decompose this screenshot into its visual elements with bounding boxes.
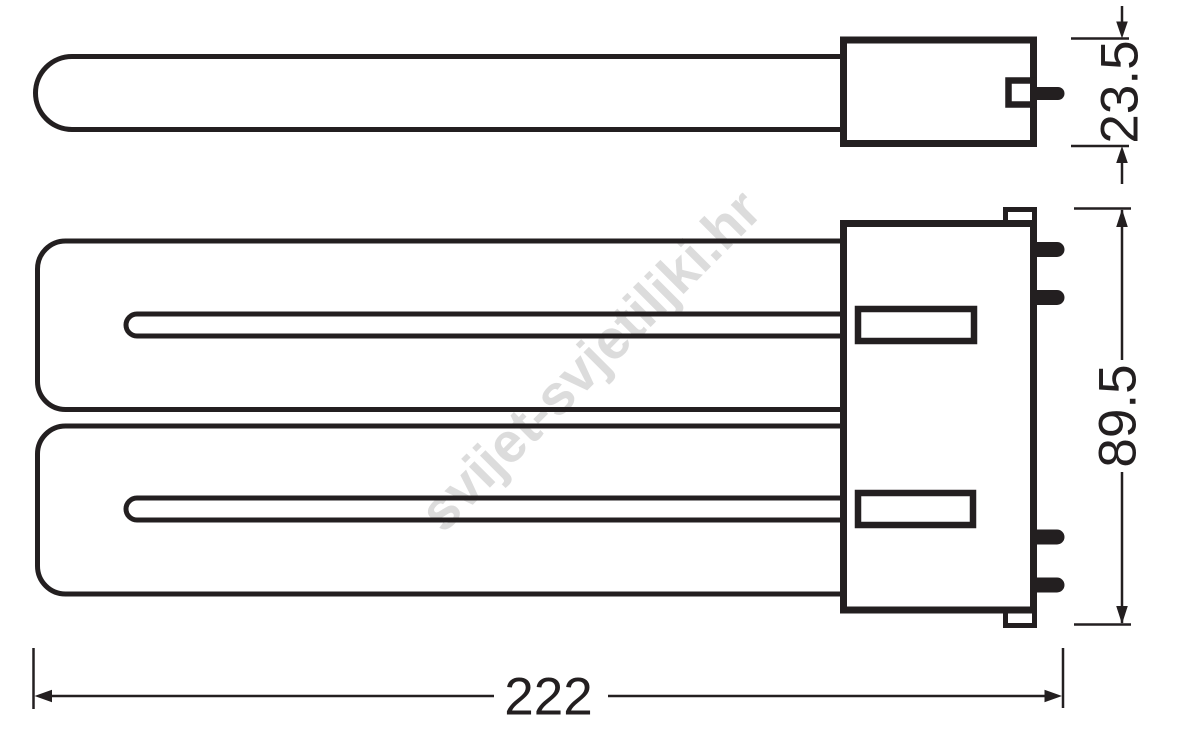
side-view [33,36,1065,147]
front-view [35,207,1065,628]
front-view-base-outline [840,220,1037,614]
dim-89-5-arrow-top [1116,209,1128,227]
front-view-tube1-outline [35,238,843,412]
front-view-pin-2 [1033,290,1065,305]
side-view-tube-outline [33,54,843,132]
front-view-key-slot-upper [854,305,978,345]
front-view-tube1-slot [123,311,843,339]
artwork: svijet-svjetiljki.hr [32,6,1150,727]
dim-23-5-arrow-top [1116,21,1128,39]
dimension-overall-length: 222 [32,648,1065,727]
front-view-tube2-outline [35,423,843,597]
side-view-pin [1033,87,1065,100]
dim-89-5-label: 89.5 [1089,364,1148,467]
side-view-key-notch [1005,77,1037,108]
watermark: svijet-svjetiljki.hr [407,177,773,543]
dimension-side-view-height: 23.5 [1071,6,1150,184]
dim-23-5-label: 23.5 [1091,40,1150,143]
front-view-pin-1 [1033,242,1065,257]
dim-222-arrow-right [1044,689,1062,703]
front-view-bottom-tab [1003,607,1037,628]
front-view-tube2-slot [123,495,843,523]
dim-222-label: 222 [504,668,592,727]
dim-222-arrow-left [34,689,52,703]
dimension-front-view-height: 89.5 [1074,207,1148,626]
dim-23-5-arrow-bottom [1116,146,1128,163]
front-view-key-slot-lower [854,489,977,529]
dim-89-5-arrow-bottom [1116,606,1128,624]
front-view-top-tab [1003,207,1037,226]
front-view-pin-4 [1033,577,1065,593]
front-view-pin-3 [1033,529,1065,545]
side-view-base-outline [840,36,1037,147]
